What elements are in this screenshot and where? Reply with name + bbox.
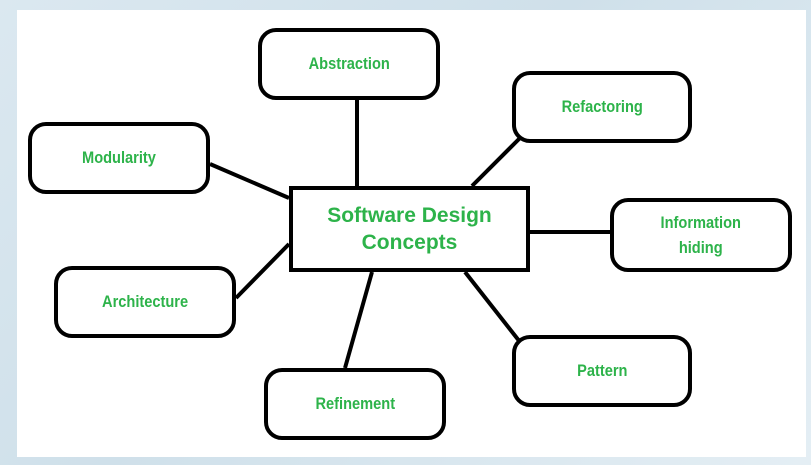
node-modularity: Modularity: [28, 122, 210, 194]
connector-refinement: [343, 271, 374, 369]
node-pattern: Pattern: [512, 335, 692, 407]
connector-architecture: [234, 242, 291, 300]
node-architecture: Architecture: [54, 266, 236, 338]
node-refactoring-label: Refactoring: [561, 97, 643, 117]
connector-refactoring: [470, 136, 522, 188]
node-pattern-label: Pattern: [576, 361, 628, 381]
node-architecture-label: Architecture: [101, 292, 189, 312]
node-information-hiding-label: Information hiding: [660, 212, 742, 258]
connector-modularity: [209, 162, 290, 200]
node-refinement: Refinement: [264, 368, 446, 440]
node-abstraction-label: Abstraction: [308, 54, 390, 74]
node-abstraction: Abstraction: [258, 28, 440, 100]
node-refinement-label: Refinement: [315, 394, 395, 414]
center-node-label: Software Design Concepts: [327, 203, 492, 254]
connector-pattern: [463, 270, 522, 344]
node-refactoring: Refactoring: [512, 71, 692, 143]
node-modularity-label: Modularity: [82, 148, 156, 168]
center-node: Software Design Concepts: [289, 186, 530, 272]
node-information-hiding: Information hiding: [610, 198, 792, 272]
